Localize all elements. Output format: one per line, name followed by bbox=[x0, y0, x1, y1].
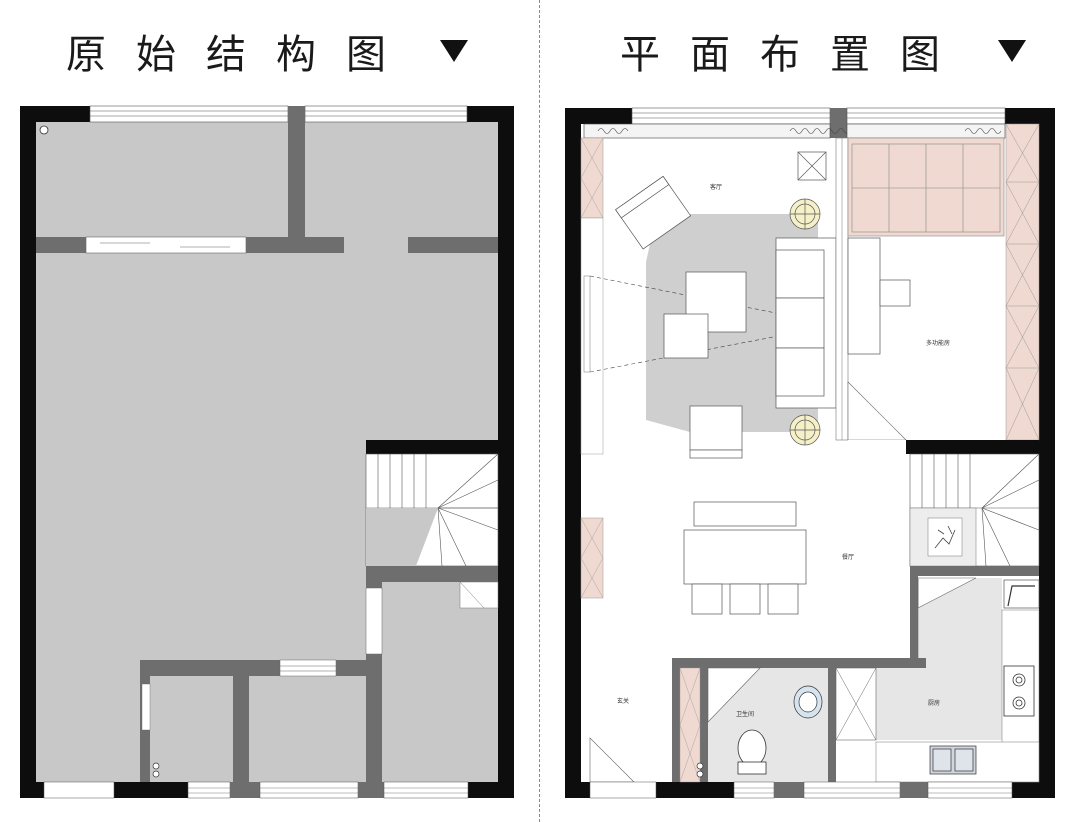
room-label-dining: 餐厅 bbox=[842, 553, 854, 561]
chair bbox=[691, 583, 723, 615]
room-label-multi: 多功能房 bbox=[926, 339, 950, 347]
room-label-bath: 卫生间 bbox=[736, 710, 754, 718]
chair bbox=[729, 583, 761, 615]
inner-wall bbox=[366, 654, 382, 782]
plant-icon bbox=[927, 517, 963, 557]
inner-wall bbox=[366, 566, 498, 582]
room-label-living: 客厅 bbox=[710, 183, 722, 191]
center-divider bbox=[539, 0, 540, 822]
cabinet bbox=[580, 517, 604, 599]
sliding-door bbox=[85, 236, 247, 254]
door-swing bbox=[707, 667, 761, 723]
window bbox=[304, 105, 468, 123]
lamp-icon bbox=[789, 414, 821, 446]
side-table bbox=[663, 313, 709, 359]
marker-circle bbox=[39, 125, 49, 135]
window bbox=[733, 781, 775, 799]
ottoman bbox=[689, 405, 743, 451]
window bbox=[259, 781, 359, 799]
inner-wall bbox=[288, 122, 305, 237]
sofa bbox=[775, 237, 837, 409]
sink-icon bbox=[793, 685, 823, 719]
desk-chair bbox=[879, 279, 911, 307]
window bbox=[927, 781, 1013, 799]
original-structure-title: 原始结构图 bbox=[66, 32, 416, 78]
window bbox=[631, 107, 831, 125]
fridge bbox=[1003, 579, 1040, 609]
window bbox=[589, 781, 657, 799]
room-label-kitchen: 厨房 bbox=[928, 699, 940, 707]
wardrobe bbox=[1005, 123, 1040, 441]
armchair bbox=[615, 175, 692, 250]
bench bbox=[693, 501, 797, 527]
cabinet bbox=[580, 137, 604, 219]
window bbox=[846, 107, 1006, 125]
toilet-icon bbox=[737, 729, 767, 775]
window bbox=[187, 781, 231, 799]
floor-plan: 客厅 多功能房 餐厅 玄关 卫生间 厨房 bbox=[565, 107, 1055, 799]
inner-wall bbox=[366, 566, 382, 588]
inner-wall bbox=[36, 237, 86, 253]
inner-wall bbox=[233, 676, 249, 782]
inner-wall bbox=[246, 237, 344, 253]
chair bbox=[767, 583, 799, 615]
window bbox=[383, 781, 469, 799]
door-opening bbox=[365, 587, 383, 655]
window bbox=[803, 781, 901, 799]
stove-icon bbox=[1003, 665, 1035, 717]
tatami bbox=[847, 137, 1005, 237]
window bbox=[43, 781, 115, 799]
triangle-down-icon bbox=[440, 40, 468, 62]
inner-wall bbox=[336, 660, 382, 676]
original-structure-plan bbox=[20, 105, 514, 799]
sink-icon bbox=[929, 745, 977, 775]
radiator-icon bbox=[583, 123, 1006, 139]
inner-wall bbox=[408, 237, 498, 253]
lamp-icon bbox=[789, 198, 821, 230]
desk bbox=[847, 237, 881, 355]
inner-wall bbox=[140, 660, 280, 676]
tv bbox=[583, 275, 591, 373]
floor-plan-title: 平面布置图 bbox=[620, 32, 970, 78]
window bbox=[89, 105, 289, 123]
window-small bbox=[279, 659, 337, 677]
dining-table bbox=[683, 529, 807, 585]
room-label-entry: 玄关 bbox=[617, 697, 629, 705]
kitchen-floor bbox=[876, 578, 1002, 740]
triangle-down-icon bbox=[998, 40, 1026, 62]
inner-wall bbox=[910, 566, 1039, 576]
inner-wall bbox=[672, 658, 926, 668]
